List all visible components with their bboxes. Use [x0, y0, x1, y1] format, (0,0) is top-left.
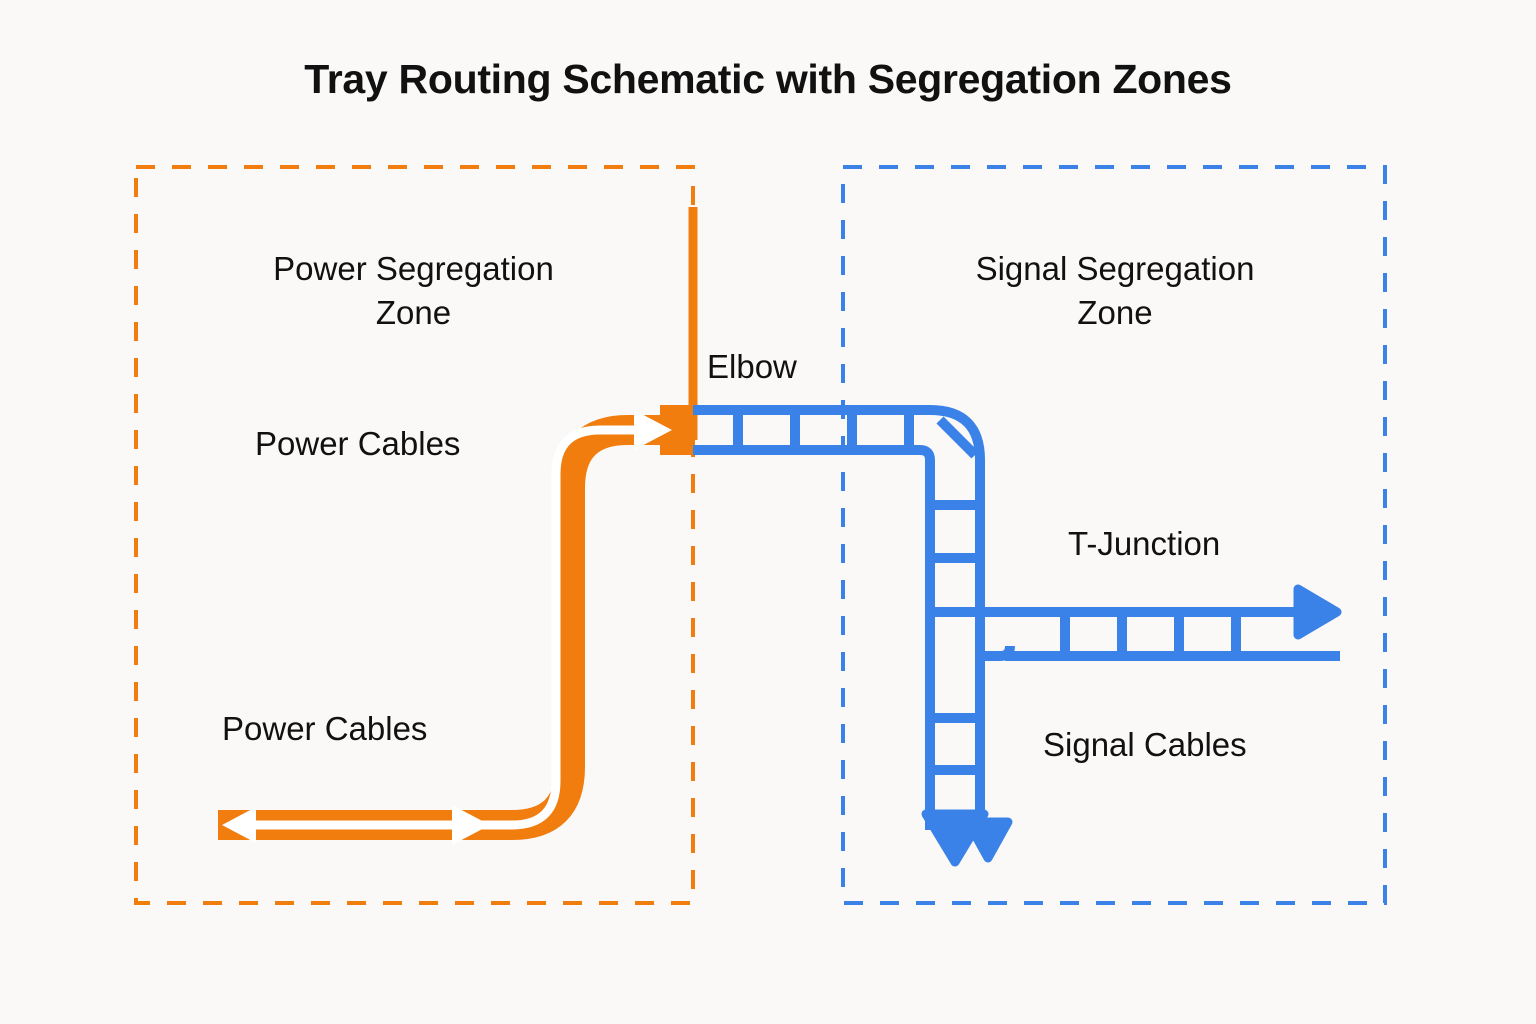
- signal-zone-label-line2: Zone: [1077, 293, 1153, 331]
- signal-segregation-zone-box: [841, 165, 1387, 905]
- power-zone-label-line1: Power Segregation: [273, 250, 554, 287]
- signal-cables-label: Signal Cables: [1043, 726, 1247, 763]
- power-cables-upper-label: Power Cables: [255, 425, 461, 462]
- page-title: Tray Routing Schematic with Segregation …: [304, 56, 1232, 102]
- signal-branch-arrowhead-right: [1293, 584, 1342, 640]
- signal-branch-rungs: [1060, 612, 1241, 656]
- signal-tray-rung-corner-diagonal: [936, 416, 979, 459]
- t-junction-label: T-Junction: [1068, 525, 1221, 562]
- elbow-label: Elbow: [707, 348, 797, 385]
- signal-tray-outer-rail: [693, 405, 985, 830]
- signal-tray-rungs-vertical: [930, 500, 980, 775]
- power-tray-band: [218, 415, 693, 840]
- signal-tray-arrowhead-down-inner: [963, 817, 1013, 863]
- power-flow-arrowhead-elbow: [634, 410, 672, 450]
- power-zone-label: Power Segregation Zone: [176, 247, 651, 335]
- power-cables-lower-label: Power Cables: [222, 710, 428, 747]
- signal-tray-inner-rail: [693, 445, 935, 830]
- signal-tray-rungs-horizontal: [733, 410, 914, 450]
- power-flow-inner-line: [238, 425, 660, 830]
- signal-zone-label: Signal Segregation Zone: [875, 247, 1355, 335]
- power-flow-arrowhead-left: [222, 807, 256, 843]
- power-flow-arrowhead-bottom-right: [452, 805, 490, 845]
- power-zone-label-line2: Zone: [375, 293, 452, 331]
- signal-zone-label-line1: Signal Segregation: [975, 250, 1255, 287]
